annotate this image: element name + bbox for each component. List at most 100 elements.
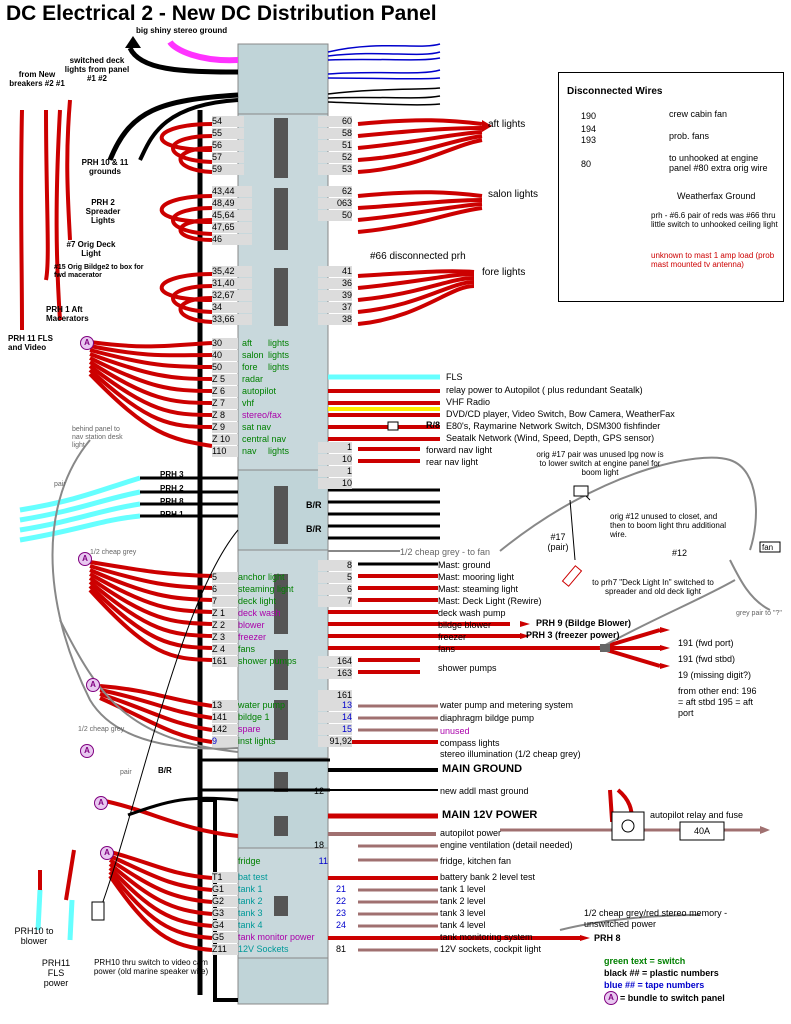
switch-label: shower pumps: [238, 656, 297, 666]
switch-label: lights: [268, 446, 290, 456]
br-label: B/R: [306, 524, 322, 534]
prh2b-label: PRH 2: [160, 484, 184, 493]
p12-label: #12: [672, 548, 688, 558]
switch-id: Z 8: [212, 410, 238, 421]
wire-number: 10: [318, 478, 352, 489]
prh9-label: PRH 9 (Bildge Blower): [536, 618, 632, 628]
wire-number: 53: [318, 164, 352, 175]
wire-number: 51: [318, 140, 352, 151]
wire-number: 18: [314, 840, 325, 850]
pair-note-2: pair: [120, 769, 132, 776]
circuit-desc: tank 2 level: [440, 896, 486, 906]
wire-number: 7: [318, 596, 352, 607]
circuit-desc: tank 1 level: [440, 884, 486, 894]
circuit-desc: bildge blower: [438, 620, 492, 630]
legend-num: 193: [581, 135, 597, 145]
legend-heading: Disconnected Wires: [567, 86, 663, 97]
switch-label: deck wash: [238, 608, 281, 618]
switch-label: stereo/fax: [242, 410, 282, 420]
other-end-note: from other end: 196 = aft stbd 195 = aft…: [678, 686, 757, 718]
prh11-note: PRH 11 FLS and Video: [8, 334, 53, 352]
half-grey-note-2: 1/2 cheap grey: [78, 726, 125, 733]
prh11-fls-label: PRH11 FLS power: [41, 958, 71, 988]
legend-num: 194: [581, 124, 597, 134]
switch-label: freezer: [238, 632, 267, 642]
switch-label: vhf: [242, 398, 255, 408]
switch-label: blower: [238, 620, 265, 630]
switch-label: radar: [242, 374, 264, 384]
page-title: DC Electrical 2 - New DC Distribution Pa…: [6, 2, 437, 25]
wire-number: 55: [212, 128, 244, 139]
wire-number: 163: [318, 668, 352, 679]
switch-label: anchor light: [238, 572, 285, 582]
circuit-desc: compass lights: [440, 738, 500, 748]
prh1011-note: PRH 10 & 11 grounds: [81, 158, 129, 176]
switch-id: 7: [212, 596, 238, 607]
circuit-desc: diaphragm bildge pump: [440, 713, 535, 723]
switch-label: tank monitor power: [238, 932, 315, 942]
circuit-desc: Mast: Deck Light (Rewire): [438, 596, 542, 606]
wire-number: 54: [212, 116, 244, 127]
circuit-desc: DVD/CD player, Video Switch, Bow Camera,…: [446, 409, 675, 419]
wire-number: 37: [318, 302, 352, 313]
switch-label: spare: [238, 724, 261, 734]
bundle-a-icon: A: [78, 552, 92, 566]
switch-label: tank 4: [238, 920, 263, 930]
wire-number: 57: [212, 152, 244, 163]
switch-label: central nav: [242, 434, 287, 444]
wire-number: 8: [318, 560, 352, 571]
switch-id: Z 7: [212, 398, 238, 409]
circuit-desc: tank 3 level: [440, 908, 486, 918]
stereo-illum-label: stereo illumination (1/2 cheap grey): [440, 749, 581, 759]
bundle-a-icon: A: [80, 744, 94, 758]
circuit-desc: autopilot power: [440, 828, 502, 838]
switch-id: 5: [212, 572, 238, 583]
behind-panel-note: behind panel to nav station desk light: [72, 426, 123, 449]
circuit-desc: engine ventilation (detail needed): [440, 840, 573, 850]
wire-number: 1: [318, 442, 352, 453]
wire-number: 23: [335, 908, 346, 918]
wire-number: 48,49: [212, 198, 252, 209]
bundle-a-icon: A: [100, 846, 114, 860]
switch-label: sat nav: [242, 422, 272, 432]
switch-label: bat test: [238, 872, 268, 882]
prh10-cam-label: PRH10 thru switch to video cam power (ol…: [93, 958, 209, 976]
half-grey-note: 1/2 cheap grey: [90, 549, 137, 556]
wire-number: 10: [318, 454, 352, 465]
switch-id: Z 2: [212, 620, 238, 631]
wire-number: 21: [335, 884, 346, 894]
switch-label: deck light: [238, 596, 277, 606]
ap-relay-label: autopilot relay and fuse: [650, 810, 744, 820]
fan-wire-label: 191 (fwd port): [678, 638, 734, 648]
prh10-blower-label: PRH10 to blower: [14, 926, 54, 946]
grey-fan-label: 1/2 cheap grey - to fan: [400, 547, 491, 557]
wire-number: 47,65: [212, 222, 252, 233]
switch-label: tank 2: [238, 896, 263, 906]
legend-text: unknown to mast 1 amp load (prob mast mo…: [651, 251, 775, 269]
bundle-a-icon: A: [604, 991, 618, 1005]
switch-id: Z 9: [212, 422, 238, 433]
wire-number: 063: [318, 198, 352, 209]
switch-id: Z11: [212, 944, 238, 955]
legend-text: Weatherfax Ground: [677, 191, 756, 201]
circuit-desc: tank 4 level: [440, 920, 486, 930]
br-note: B/R: [158, 766, 172, 775]
legend-box: Disconnected Wires 190 crew cabin fan 19…: [558, 72, 784, 302]
prh8-label: PRH 8: [594, 933, 621, 943]
switch-label: fans: [238, 644, 256, 654]
main-power-label: MAIN 12V POWER: [442, 809, 538, 821]
circuit-desc: Mast: mooring light: [438, 572, 515, 582]
key-bundle: = bundle to switch panel: [620, 993, 725, 1003]
wire-number: 35,42: [212, 266, 252, 277]
circuit-desc: FLS: [446, 372, 463, 382]
wire-number: 81: [335, 944, 346, 954]
grey-pair-note: grey pair to "?": [736, 610, 782, 617]
switch-id: 142: [212, 724, 238, 735]
wire-number: 5: [318, 572, 352, 583]
switch-label: bildge 1: [238, 712, 270, 722]
circuit-desc: battery bank 2 level test: [440, 872, 536, 882]
wire-number: 161: [318, 690, 352, 701]
circuit-desc: relay power to Autopilot ( plus redundan…: [446, 385, 643, 395]
switch-id: Z 5: [212, 374, 238, 385]
circuit-desc: water pump and metering system: [440, 700, 574, 710]
